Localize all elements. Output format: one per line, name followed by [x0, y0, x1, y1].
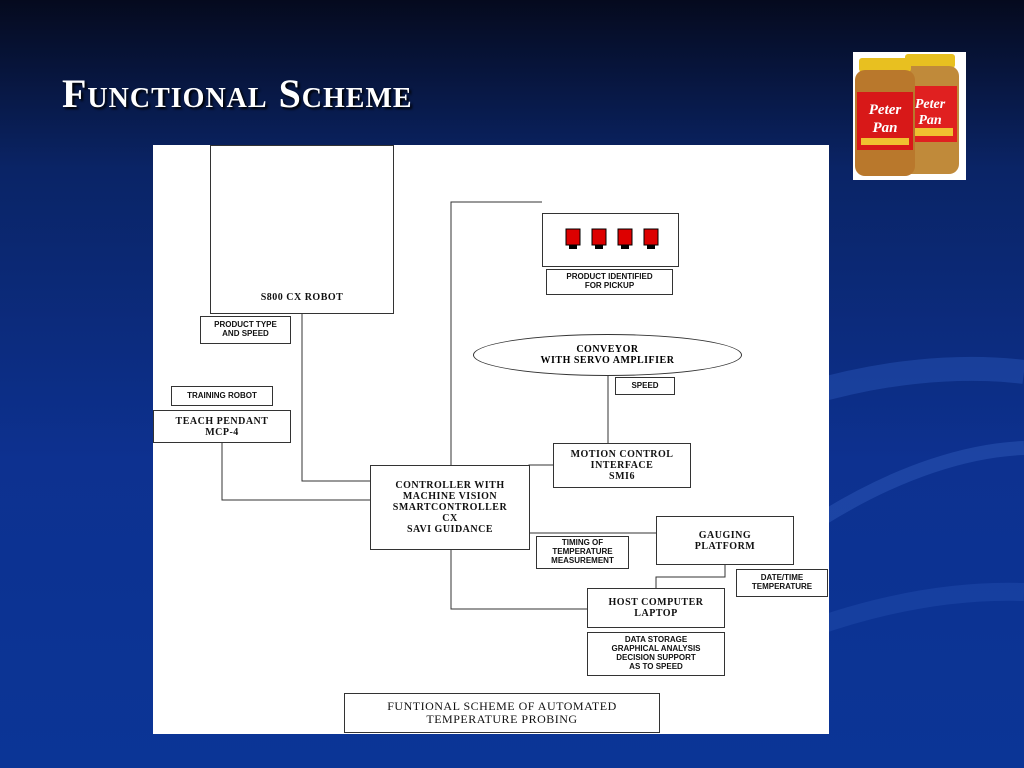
host-computer-box: HOST COMPUTER LAPTOP: [587, 588, 725, 628]
teach-pendant-box: TEACH PENDANT MCP-4: [153, 410, 291, 443]
gauging-platform-box: GAUGING PLATFORM: [656, 516, 794, 565]
product-identified-box: PRODUCT IDENTIFIED FOR PICKUP: [546, 269, 673, 295]
product-type-box: PRODUCT TYPE AND SPEED: [200, 316, 291, 344]
slide-title: Functional Scheme: [62, 71, 413, 116]
diagram-caption: FUNTIONAL SCHEME OF AUTOMATED TEMPERATUR…: [344, 693, 660, 733]
svg-text:Peter: Peter: [869, 102, 902, 118]
product-icons: [565, 228, 659, 249]
robot-box: S800 CX ROBOT: [210, 145, 394, 314]
product-jars-image: Peter Pan Peter Pan: [853, 52, 966, 180]
product-row-box: [542, 213, 679, 267]
date-time-box: DATE/TIME TEMPERATURE: [736, 569, 828, 597]
functional-scheme-diagram: S800 CX ROBOT PRODUCT TYPE AND SPEED TRA…: [153, 145, 829, 734]
svg-text:Pan: Pan: [872, 120, 897, 136]
controller-box: CONTROLLER WITH MACHINE VISION SMARTCONT…: [370, 465, 530, 550]
conveyor-ellipse: CONVEYOR WITH SERVO AMPLIFIER: [473, 334, 742, 376]
training-robot-box: TRAINING ROBOT: [171, 386, 273, 406]
svg-text:Peter: Peter: [915, 97, 946, 112]
svg-text:Pan: Pan: [918, 113, 942, 128]
speed-box: SPEED: [615, 377, 675, 395]
motion-control-box: MOTION CONTROL INTERFACE SMI6: [553, 443, 691, 488]
timing-box: TIMING OF TEMPERATURE MEASUREMENT: [536, 536, 629, 569]
data-storage-box: DATA STORAGE GRAPHICAL ANALYSIS DECISION…: [587, 632, 725, 676]
robot-label: S800 CX ROBOT: [260, 292, 344, 303]
